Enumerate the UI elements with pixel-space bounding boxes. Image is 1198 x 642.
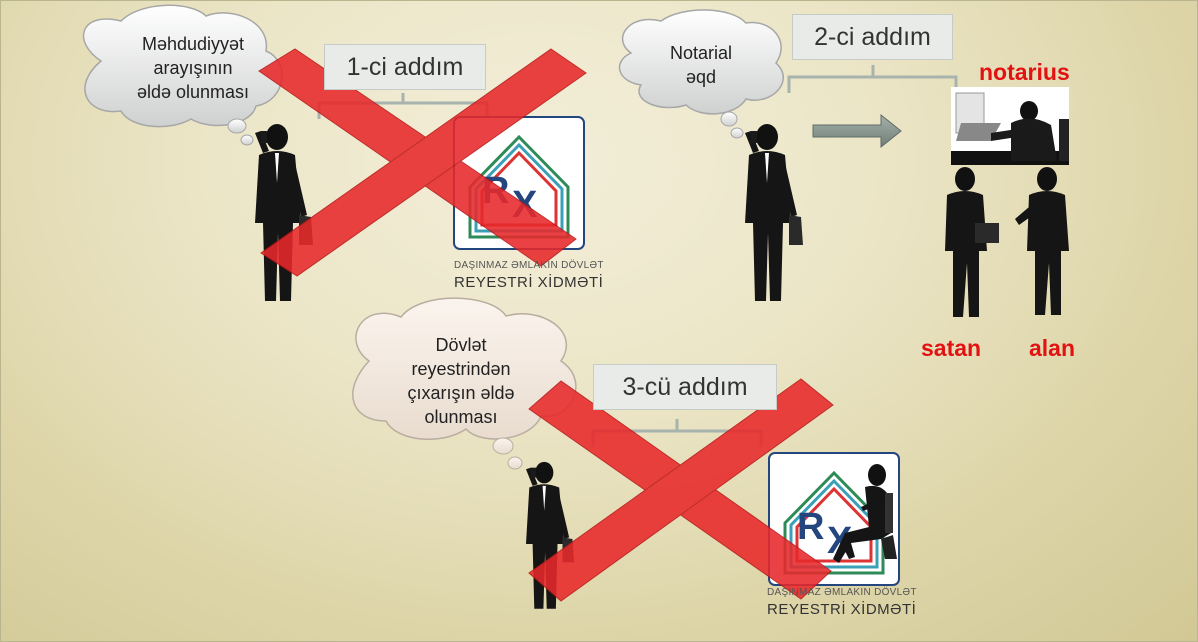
step-2-label: 2-ci addım bbox=[792, 14, 953, 60]
step-1-label: 1-ci addım bbox=[324, 44, 486, 90]
thought-3-line-1: Dövlət bbox=[435, 335, 487, 355]
thought-3-line-2: reyestrindən bbox=[411, 359, 511, 379]
logo-1-caption-big: REYESTRİ XİDMƏTİ bbox=[454, 274, 604, 291]
thought-cloud-3 bbox=[352, 297, 577, 470]
cross-mark-1 bbox=[258, 48, 587, 277]
step-3-label: 3-cü addım bbox=[593, 364, 777, 410]
clerk-silhouette bbox=[833, 464, 897, 563]
businessman-1 bbox=[255, 124, 313, 301]
satan-label: satan bbox=[921, 335, 982, 361]
thought-2-text: Notarial əqd bbox=[641, 39, 761, 91]
notarius-label: notarius bbox=[979, 59, 1070, 85]
alan-label: alan bbox=[1029, 335, 1076, 361]
thought-2-line-1: Notarial bbox=[669, 43, 733, 63]
step-2-text: 2-ci addım bbox=[814, 22, 931, 51]
thought-2-line-2: əqd bbox=[685, 67, 717, 87]
bracket-step2 bbox=[787, 65, 958, 93]
thought-3-line-4: olunması bbox=[424, 407, 498, 427]
arrow-right-icon bbox=[812, 113, 902, 149]
businessman-2 bbox=[745, 124, 803, 301]
thought-1-line-3: əldə olunması bbox=[136, 82, 250, 102]
logo-1-caption-small: DAŞINMAZ ƏMLAKIN DÖVLƏT bbox=[454, 260, 604, 271]
thought-cloud-2 bbox=[618, 9, 784, 139]
thought-cloud-1 bbox=[82, 4, 283, 146]
thought-1-line-2: arayışının bbox=[153, 58, 233, 78]
thought-3-text: Dövlət reyestrindən çıxarışın əldə olunm… bbox=[386, 331, 536, 431]
seller-silhouette bbox=[945, 167, 999, 317]
logo-2-caption-small: DAŞINMAZ ƏMLAKIN DÖVLƏT bbox=[767, 587, 917, 598]
thought-3-line-3: çıxarışın əldə bbox=[407, 383, 515, 403]
step-1-text: 1-ci addım bbox=[346, 52, 464, 81]
step-3-text: 3-cü addım bbox=[622, 372, 748, 401]
thought-1-line-1: Məhdudiyyət bbox=[141, 34, 245, 54]
buyer-silhouette bbox=[1015, 167, 1069, 315]
cross-mark-3 bbox=[528, 378, 834, 602]
logo-2-caption-big: REYESTRİ XİDMƏTİ bbox=[767, 601, 917, 618]
notary-office-image bbox=[951, 87, 1069, 165]
thought-1-text: Məhdudiyyət arayışının əldə olunması bbox=[113, 31, 273, 105]
